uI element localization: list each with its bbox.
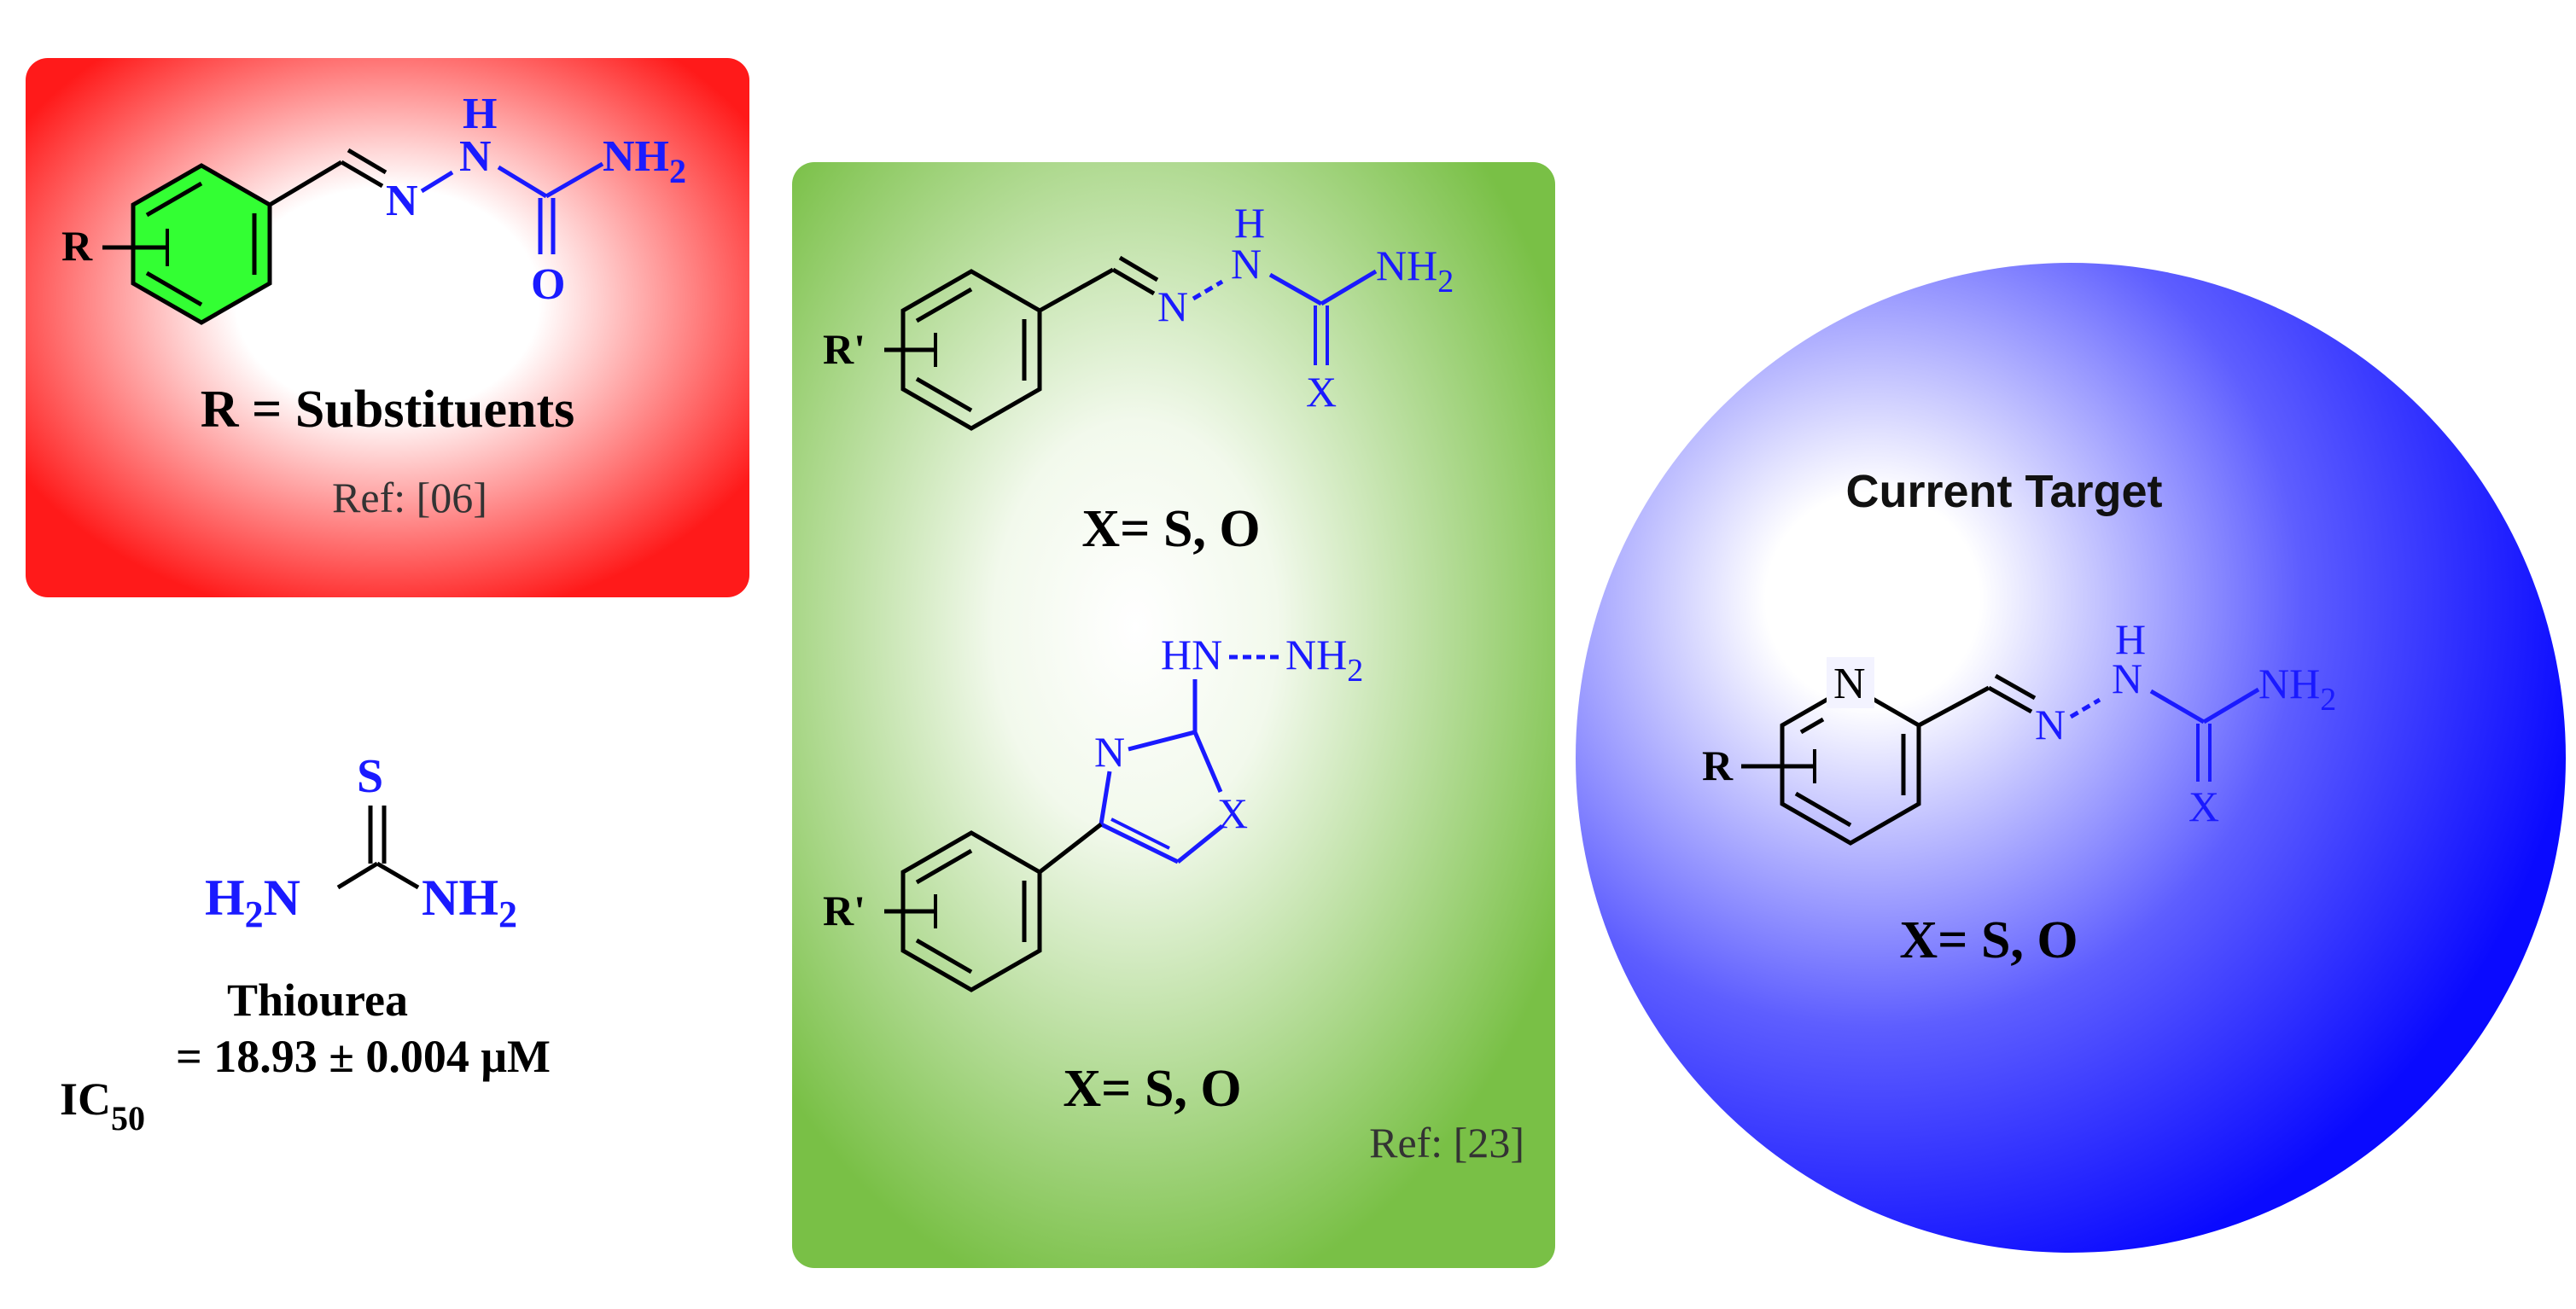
ring-double-bond <box>1794 791 1852 828</box>
thiourea-name: Thiourea <box>227 974 408 1026</box>
thiazole-bond <box>1128 730 1196 752</box>
thiazole-bond <box>1192 731 1223 793</box>
green-panel-reference: Ref: [23] <box>1369 1119 1524 1166</box>
sphere-background <box>1576 263 2566 1253</box>
thiazole-bond <box>1099 822 1180 864</box>
benzylidene-hydrazinecarbothioamide: R' N H N NH2 X X= S, O <box>823 199 1454 558</box>
pyridine-n-label: N <box>1833 660 1866 708</box>
imine-double-bond <box>1994 673 2037 701</box>
aryl-bond <box>1038 823 1103 874</box>
n-n-bond <box>2069 697 2101 719</box>
n-c-bond <box>2149 689 2206 724</box>
thiourea-s-label: S <box>357 750 383 803</box>
hydrazine-n-label: N <box>2112 654 2142 702</box>
imine-double-bond <box>347 148 388 175</box>
benzene-ring <box>900 830 1042 992</box>
benzene-ring <box>900 269 1042 431</box>
n-n-bond <box>1192 279 1224 301</box>
imine-bond <box>1111 267 1156 296</box>
red-reference-panel: R N H N NH2 O R = Substituents Ref: [06] <box>26 58 749 597</box>
bottom-x-definition: X= S, O <box>1063 1060 1241 1118</box>
thiourea-reference: S H2N NH2 Thiourea IC50 = 18.93 ± 0.004 … <box>60 750 551 1137</box>
imine-bond <box>340 160 384 189</box>
phenyl-hydrazinyl-thiazole: HN NH2 N X R' X= S, O <box>823 631 1363 1118</box>
h2n-label: H2N <box>205 870 300 935</box>
chain-bond <box>1038 267 1115 313</box>
imine-n-label: N <box>1157 282 1188 330</box>
n-c-bond <box>497 165 548 199</box>
imine-bond <box>1987 685 2033 714</box>
ring-double-bond <box>1799 717 1825 735</box>
imine-n-label: N <box>2035 701 2066 748</box>
x-atom-label: X <box>2188 782 2219 830</box>
c-n-right-bond <box>376 861 420 890</box>
nh2-label: NH2 <box>1376 241 1454 300</box>
sphere-title: Current Target <box>1845 466 2162 517</box>
ic50-value: = 18.93 ± 0.004 μM <box>176 1031 551 1082</box>
c-nh2-bond <box>1320 269 1378 306</box>
r-prime-label: R' <box>823 325 865 373</box>
n-c-bond <box>1268 272 1323 306</box>
hydrazine-h-label: H <box>2115 615 2146 663</box>
ring-double-bond <box>915 938 973 974</box>
red-panel-reference: Ref: [06] <box>332 474 487 521</box>
ring-double-bond <box>145 271 203 307</box>
current-target-sphere: Current Target N R N H N NH2 X X= S, O <box>1576 263 2566 1253</box>
hydrazine-n-label: N <box>1231 240 1262 288</box>
green-reference-panel: R' N H N NH2 X X= S, O HN NH2 N X <box>792 162 1555 1268</box>
hydrazine-n-label: N <box>459 132 492 181</box>
red-panel-title: R = Substituents <box>201 381 574 439</box>
imine-double-bond <box>1118 255 1159 282</box>
nh2-label: NH2 <box>1285 631 1363 689</box>
r-group-label: R <box>61 222 93 270</box>
imine-n-label: N <box>386 177 418 225</box>
top-x-definition: X= S, O <box>1081 500 1260 558</box>
sphere-x-definition: X= S, O <box>1899 911 2078 969</box>
r-group-label: R <box>1702 742 1734 789</box>
x-atom-label: X <box>1306 368 1337 416</box>
c-nh2-bond <box>545 161 604 199</box>
green-panel-background <box>792 162 1555 1268</box>
ring-double-bond <box>915 376 973 413</box>
hydrazine-h-label: H <box>463 90 497 138</box>
carbonyl-o-label: O <box>531 260 565 309</box>
nh2-label: NH2 <box>2258 660 2336 718</box>
thiazole-double-bond <box>1110 817 1170 850</box>
r-prime-label: R' <box>823 887 865 934</box>
thiazole-n-label: N <box>1094 728 1125 776</box>
chain-bond <box>1917 685 1990 728</box>
ring-double-bond <box>915 287 973 323</box>
ring-double-bond <box>145 181 203 218</box>
n-n-bond <box>420 170 454 194</box>
thiazole-bond <box>1176 824 1224 864</box>
ic50-label: IC50 <box>60 1073 145 1137</box>
nh2-label: NH2 <box>603 132 686 190</box>
thiazole-x-label: X <box>1217 789 1248 837</box>
c-n-left-bond <box>336 861 379 890</box>
ring-double-bond <box>915 848 973 885</box>
hn-label: HN <box>1161 631 1222 678</box>
hydrazine-h-label: H <box>1234 199 1265 247</box>
ring-n-mask <box>1827 657 1874 708</box>
thiazole-bond <box>1099 771 1112 825</box>
chain-bond <box>268 160 343 207</box>
c-nh2-bond <box>2202 687 2260 724</box>
nh2-label: NH2 <box>422 870 517 935</box>
